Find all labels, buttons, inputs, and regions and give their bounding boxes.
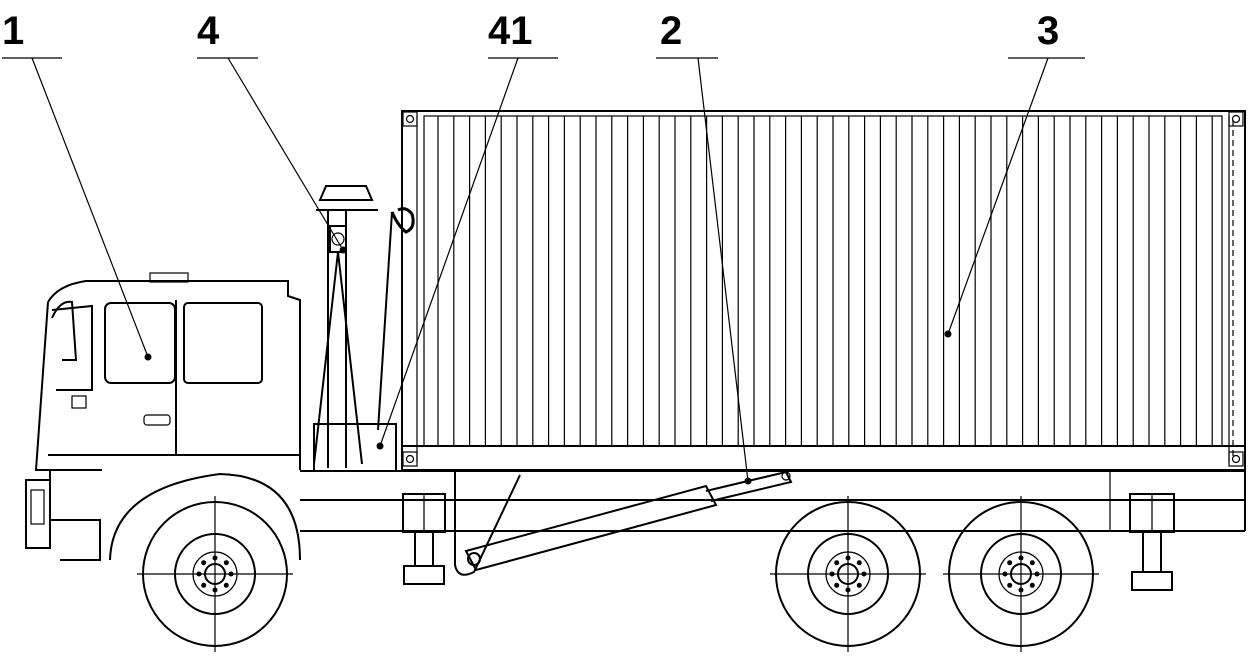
outrigger-rear <box>1129 493 1175 591</box>
jack-foot <box>1131 571 1173 591</box>
cylinder-barrel <box>464 484 718 572</box>
lug-nut <box>1007 582 1013 588</box>
callout-3: 3 <box>944 9 1085 338</box>
callout-label-1: 1 <box>2 9 24 53</box>
cylinder-mount-arm <box>454 471 521 576</box>
cylinder-rod <box>705 470 793 502</box>
leader-dot-1 <box>144 353 152 361</box>
lug-nut <box>834 560 840 566</box>
lug-nut <box>856 560 862 566</box>
corner-casting-hole <box>405 454 415 464</box>
crane-strut-left <box>313 251 339 465</box>
container-panel <box>423 115 1223 447</box>
outrigger-front <box>402 493 446 585</box>
front-fender <box>49 470 101 561</box>
crane <box>313 185 415 472</box>
lug-nut <box>1029 560 1035 566</box>
hydraulic-cylinder <box>454 470 793 576</box>
crane-hook <box>390 207 415 234</box>
crane-strut-right <box>337 251 363 465</box>
corner-casting <box>402 451 418 467</box>
corner-casting <box>1228 451 1244 467</box>
cab-rear-window <box>183 302 263 384</box>
callout-4: 4 <box>197 9 347 254</box>
corner-casting <box>1228 111 1244 127</box>
leader-dot-3 <box>944 330 952 338</box>
corner-casting-hole <box>1231 114 1241 124</box>
leader-line-3 <box>947 57 1049 335</box>
wheel <box>770 496 926 652</box>
wheel <box>137 496 293 652</box>
cylinder-pivot <box>467 552 481 566</box>
leader-line-4 <box>227 57 344 251</box>
callout-label-3: 3 <box>1037 9 1059 53</box>
container <box>401 110 1246 471</box>
container-corrugations <box>437 116 1213 446</box>
front-wheel-arch <box>109 472 301 561</box>
callout-label-4: 4 <box>197 9 220 53</box>
lug-nut <box>1029 582 1035 588</box>
container-frame <box>401 110 1246 471</box>
callout-label-2: 2 <box>660 9 682 53</box>
callout-label-41: 41 <box>488 9 533 53</box>
jack-leg <box>1142 531 1162 573</box>
truck-cab <box>25 272 301 561</box>
lug-nut <box>223 582 229 588</box>
jack-leg <box>414 531 434 567</box>
cab-roof-light <box>149 272 189 283</box>
lug-nut <box>856 582 862 588</box>
wheel <box>943 496 1099 652</box>
chassis <box>300 470 1246 532</box>
cab-front-outline <box>34 301 102 471</box>
crane-hook-rope <box>377 211 393 431</box>
lug-nut <box>201 560 207 566</box>
cylinder-rod-eye <box>781 471 791 481</box>
leader-line-1 <box>31 57 149 358</box>
lug-nut <box>834 582 840 588</box>
crane-base-box <box>313 423 397 472</box>
corner-casting-hole <box>1231 454 1241 464</box>
lug-nut <box>201 582 207 588</box>
wheels <box>137 496 1099 652</box>
cab-door-handle <box>143 414 171 426</box>
crane-winch-drum <box>331 232 345 246</box>
cab-roof-outline <box>47 280 301 470</box>
lug-nut <box>1007 560 1013 566</box>
cab-windshield <box>51 304 93 391</box>
cab-mirror <box>51 300 78 361</box>
callout-1: 1 <box>2 9 152 361</box>
cab-step-light <box>71 395 87 409</box>
corner-casting <box>402 111 418 127</box>
headlight <box>30 489 45 525</box>
cab-door-window <box>104 302 176 384</box>
jack-foot <box>403 565 445 585</box>
leader-dot-41 <box>376 442 384 450</box>
callout-2: 2 <box>656 9 752 485</box>
corner-casting-hole <box>405 114 415 124</box>
crane-top-head <box>318 185 374 201</box>
lug-nut <box>223 560 229 566</box>
